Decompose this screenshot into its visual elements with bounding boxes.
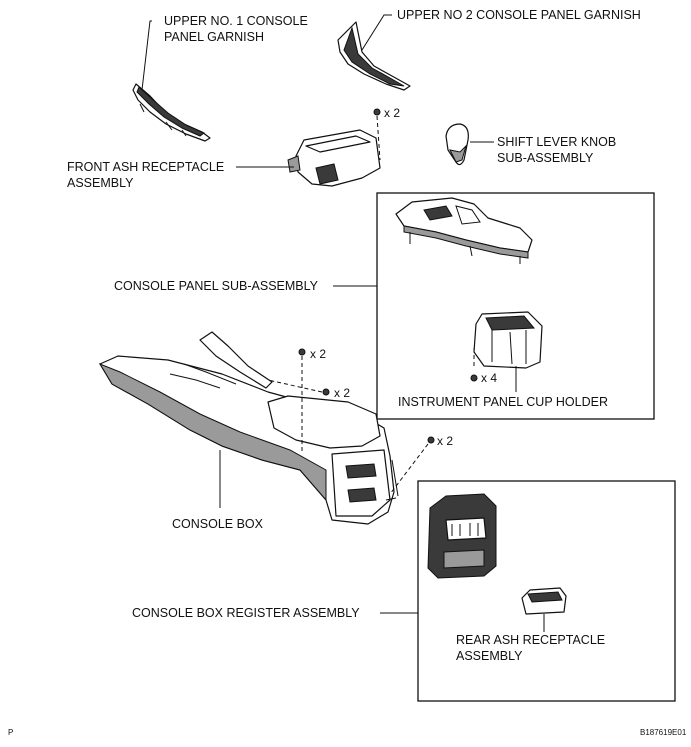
console-panel-drawing [395,197,533,264]
clip-icon [267,379,330,396]
upper-no2-leader [361,14,392,51]
screw-icon [389,436,435,495]
cup-holder-screw-qty: x 4 [481,371,497,385]
upper-no1-label-line2: PANEL GARNISH [164,30,264,44]
cup-holder-label: INSTRUMENT PANEL CUP HOLDER [398,395,608,409]
shift-knob-label-line2: SUB-ASSEMBLY [497,151,594,165]
register-drawing [427,493,497,579]
cup-holder-drawing [473,311,543,369]
console-box-label: CONSOLE BOX [172,517,264,531]
register-group-box [417,480,676,702]
front-ash-receptacle-drawing [287,129,381,187]
upper-no2-garnish-drawing [337,21,411,91]
upper-no1-garnish-drawing [132,83,211,142]
rear-ash-label-line2: ASSEMBLY [456,649,523,663]
figure-id: B187619E01 [640,728,687,737]
front-ash-label-line2: ASSEMBLY [67,176,134,190]
box-screw-qty-side: x 2 [437,434,453,448]
footer-left-mark: P [8,728,13,737]
front-ash-label-line1: FRONT ASH RECEPTACLE [67,160,224,174]
console-panel-group-box [376,192,655,420]
console-box-drawing [98,331,399,525]
box-screw-qty-clip: x 2 [334,386,350,400]
console-panel-label: CONSOLE PANEL SUB-ASSEMBLY [114,279,319,293]
register-label: CONSOLE BOX REGISTER ASSEMBLY [132,606,360,620]
screw-icon [298,348,306,454]
screw-icon [373,108,381,161]
box-screw-qty-upper: x 2 [310,347,326,361]
screw-icon [470,348,478,382]
shift-knob-label-line1: SHIFT LEVER KNOB [497,135,616,149]
rear-ash-label-line1: REAR ASH RECEPTACLE [456,633,605,647]
front-ash-screw-qty: x 2 [384,106,400,120]
rear-ash-drawing [521,587,567,615]
upper-no1-leader [141,20,152,91]
upper-no1-label-line1: UPPER NO. 1 CONSOLE [164,14,308,28]
upper-no2-label: UPPER NO 2 CONSOLE PANEL GARNISH [397,8,641,22]
shift-knob-drawing [445,123,469,166]
